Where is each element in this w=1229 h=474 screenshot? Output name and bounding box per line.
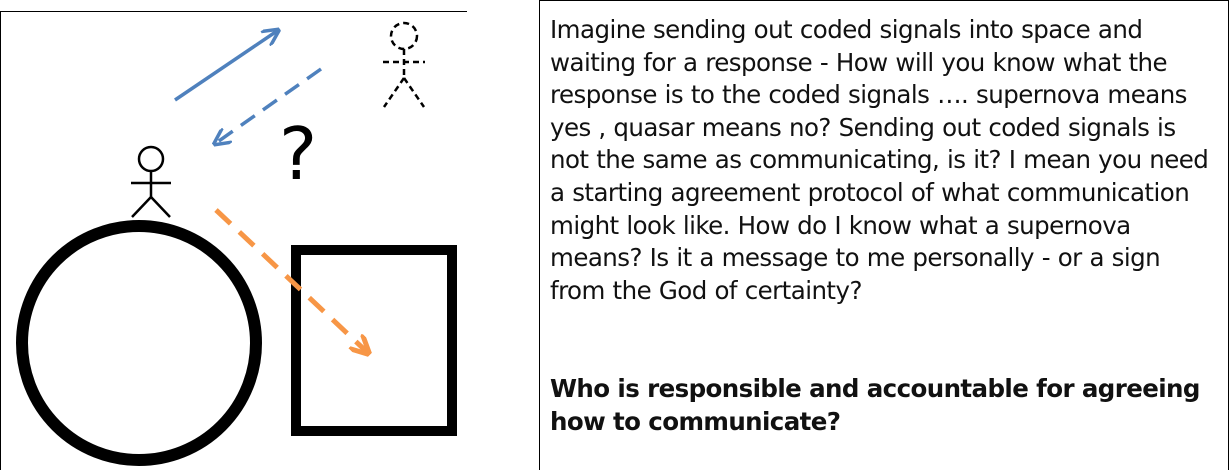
planet-circle-shape xyxy=(16,220,262,466)
illustration-cell: ? xyxy=(1,12,538,469)
stick-figure-icon xyxy=(131,145,171,218)
text-cell: Imagine sending out coded signals into s… xyxy=(550,14,1220,439)
signal-paragraph: Imagine sending out coded signals into s… xyxy=(550,15,1209,305)
square-shape xyxy=(291,245,457,436)
question-mark: ? xyxy=(279,112,317,196)
dashed-stick-figure-icon xyxy=(382,21,426,108)
outgoing-signal-arrow-icon xyxy=(174,31,277,102)
table-border-top-left xyxy=(0,11,467,12)
table-border-left xyxy=(0,11,1,470)
table-border-top-right xyxy=(540,0,1229,1)
communication-illustration: ? xyxy=(16,21,457,466)
key-question: Who is responsible and accountable for a… xyxy=(550,374,1200,436)
incoming-response-arrow-icon xyxy=(216,67,323,143)
table-column-divider xyxy=(539,0,540,470)
dashed-orange-arrow-icon xyxy=(214,208,367,352)
